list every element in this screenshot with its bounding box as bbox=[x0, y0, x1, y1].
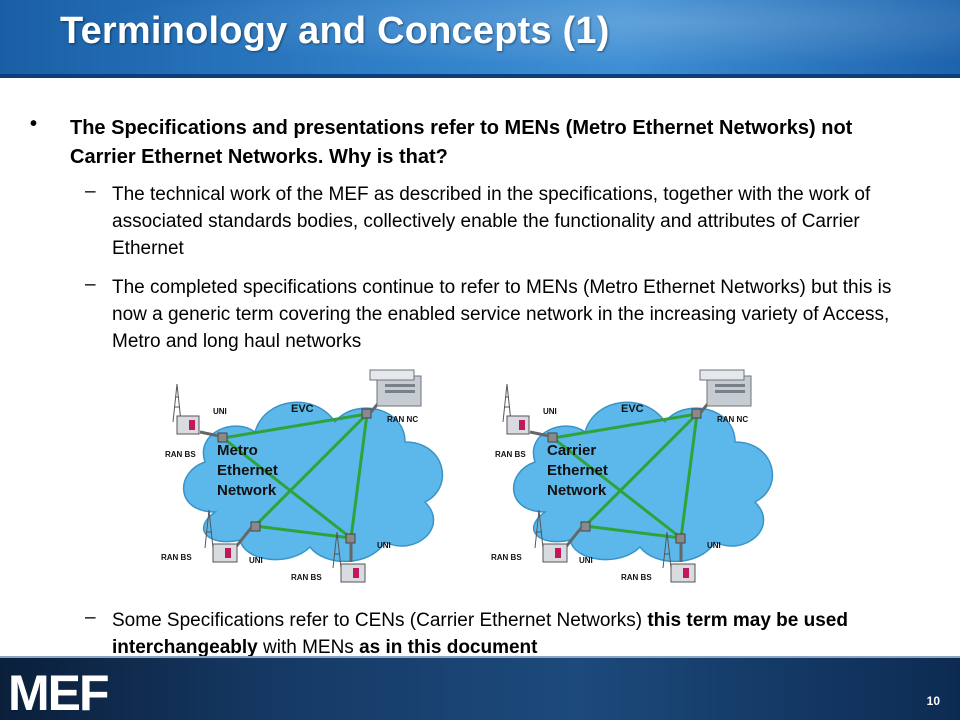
header-bar bbox=[0, 0, 960, 74]
sub3-text-2: with MENs bbox=[257, 637, 360, 658]
diagram-metro-ethernet: EVC UNI RAN NC RAN BS UNI UNI RAN BS RAN… bbox=[161, 369, 444, 583]
evc-lines bbox=[222, 412, 369, 540]
uni-label-top: UNI bbox=[213, 407, 227, 416]
footer-divider bbox=[0, 656, 960, 659]
uni-label-bottom-left: UNI bbox=[249, 556, 263, 565]
ran-nc-label: RAN NC bbox=[387, 415, 418, 424]
sub-bullet-1: The technical work of the MEF as describ… bbox=[112, 184, 871, 259]
cloud-label-line-1: Metro bbox=[217, 442, 258, 459]
ran-bs-tower-icon-bottom-right bbox=[662, 531, 696, 583]
ran-bs-label-top: RAN BS bbox=[495, 450, 526, 459]
evc-label: EVC bbox=[291, 403, 314, 415]
cloud-label-line-3: Network bbox=[217, 482, 277, 499]
sub-bullet-3: Some Specifications refer to CENs (Carri… bbox=[112, 607, 902, 661]
bullet-marker: • bbox=[30, 113, 38, 135]
diagram-carrier-ethernet: EVC UNI RAN NC RAN BS UNI UNI RAN BS RAN… bbox=[491, 369, 774, 583]
ran-bs-tower-icon-bottom-right bbox=[332, 531, 366, 583]
uni-label-bottom-right: UNI bbox=[707, 541, 721, 550]
evc-label: EVC bbox=[621, 403, 644, 415]
slide-title: Terminology and Concepts (1) bbox=[60, 10, 610, 52]
header-divider bbox=[0, 74, 960, 78]
uni-label-top: UNI bbox=[543, 407, 557, 416]
cloud-icon bbox=[182, 401, 444, 563]
uni-label-bottom-right: UNI bbox=[377, 541, 391, 550]
dash-marker-1: – bbox=[85, 181, 96, 202]
dash-marker-2: – bbox=[85, 274, 96, 295]
ran-bs-tower-icon-top bbox=[172, 383, 200, 435]
cloud-label-line-1: Carrier bbox=[547, 442, 596, 459]
sub3-bold-2: as in this document bbox=[359, 637, 538, 658]
sub-bullet-2: The completed specifications continue to… bbox=[112, 277, 892, 352]
ran-nc-server-icon bbox=[369, 369, 422, 407]
ran-nc-server-icon bbox=[699, 369, 752, 407]
cloud-label-line-3: Network bbox=[547, 482, 607, 499]
ran-bs-label-bottom-left: RAN BS bbox=[491, 553, 522, 562]
ran-nc-label: RAN NC bbox=[717, 415, 748, 424]
ran-bs-label-bottom-right: RAN BS bbox=[291, 573, 322, 582]
ran-bs-tower-icon-top bbox=[502, 383, 530, 435]
uni-label-bottom-left: UNI bbox=[579, 556, 593, 565]
page-number: 10 bbox=[926, 694, 940, 708]
ran-bs-tower-icon-bottom-left bbox=[534, 509, 568, 563]
uni-nodes bbox=[217, 408, 372, 544]
ran-bs-label-top: RAN BS bbox=[165, 450, 196, 459]
sub3-bold-1: this term may be used interchangeably bbox=[112, 610, 848, 658]
mef-logo: MEF bbox=[8, 665, 110, 721]
cloud-icon bbox=[512, 401, 774, 563]
access-links bbox=[199, 399, 383, 562]
dash-marker-3: – bbox=[85, 607, 96, 628]
sub3-text-1: Some Specifications refer to CENs (Carri… bbox=[112, 610, 648, 631]
ran-bs-tower-icon-bottom-left bbox=[204, 509, 238, 563]
cloud-label-line-2: Ethernet bbox=[547, 462, 608, 479]
footer-bar bbox=[0, 658, 960, 720]
cloud-label-line-2: Ethernet bbox=[217, 462, 278, 479]
ran-bs-label-bottom-right: RAN BS bbox=[621, 573, 652, 582]
bullet-text-1: The Specifications and presentations ref… bbox=[70, 117, 853, 168]
ran-bs-label-bottom-left: RAN BS bbox=[161, 553, 192, 562]
evc-lines bbox=[552, 412, 699, 540]
